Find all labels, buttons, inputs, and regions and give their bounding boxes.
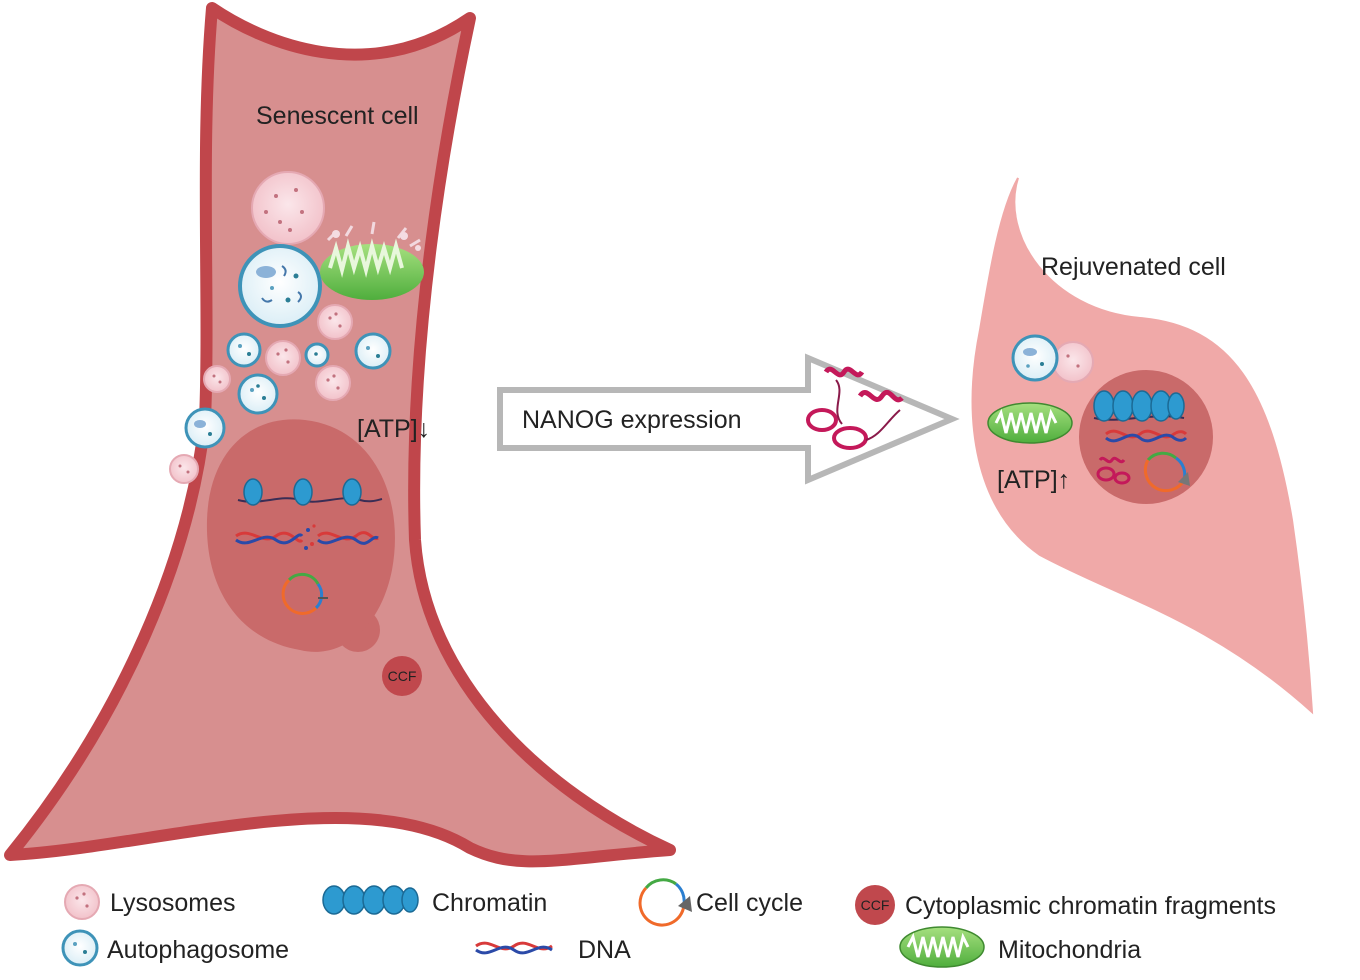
- lysosome: [203, 365, 231, 393]
- lysosome: [317, 304, 353, 340]
- dna: [1105, 429, 1188, 443]
- ccf-icon: CCF: [855, 885, 895, 925]
- legend-label-autophagosome: Autophagosome: [107, 936, 289, 964]
- legend-item-autophagosome: Autophagosome: [61, 929, 289, 967]
- cell-cycle-icon: [281, 572, 328, 615]
- atp-low-label: [ATP]↓: [357, 415, 430, 443]
- legend-item-chromatin: Chromatin: [322, 885, 547, 917]
- nanog-arrow: NANOG expression: [497, 353, 960, 485]
- legend-label-chromatin: Chromatin: [432, 889, 547, 917]
- legend-item-mitochondria: Mitochondria: [899, 926, 1141, 968]
- legend-item-lysosomes: Lysosomes: [64, 884, 236, 920]
- autophagosome: [304, 342, 330, 368]
- legend-label-lysosomes: Lysosomes: [110, 889, 236, 917]
- legend-label-mitochondria: Mitochondria: [998, 936, 1141, 964]
- autophagosome: [354, 332, 392, 370]
- lysosome: [315, 365, 351, 401]
- nanog-protein-icon: [806, 366, 904, 450]
- autophagosome-icon: [61, 929, 99, 967]
- legend-ccf-icon-label: CCF: [861, 897, 890, 913]
- nanog-protein-icon: [1096, 456, 1131, 485]
- rejuvenated-cell-label: Rejuvenated cell: [1041, 253, 1226, 281]
- damaged-mitochondria: [320, 221, 424, 300]
- ccf-label: CCF: [388, 668, 417, 684]
- senescent-cell-label: Senescent cell: [256, 102, 419, 130]
- nanog-expression-label: NANOG expression: [522, 406, 742, 434]
- lysosome: [265, 340, 301, 376]
- legend-label-dna: DNA: [578, 936, 631, 964]
- legend-item-dna: DNA: [475, 936, 631, 964]
- legend-item-ccf: CCF Cytoplasmic chromatin fragments: [855, 885, 1276, 925]
- autophagosome: [238, 244, 322, 328]
- cell-cycle-icon: [638, 878, 692, 927]
- legend: Lysosomes Autophagosome Chromatin: [61, 878, 1276, 968]
- atp-high-label: [ATP]↑: [997, 466, 1070, 494]
- legend-item-cell-cycle: Cell cycle: [638, 878, 803, 927]
- senescent-cell: Senescent cell: [4, 2, 676, 868]
- lysosome-icon: [64, 884, 100, 920]
- autophagosome: [237, 373, 279, 415]
- rejuvenated-nucleus: [1079, 370, 1213, 504]
- dna-icon: [475, 941, 553, 955]
- autophagosome: [184, 407, 226, 449]
- lysosome: [251, 171, 325, 245]
- lysosome: [1052, 341, 1094, 383]
- damaged-dna: [235, 524, 379, 550]
- rejuvenated-cell: Rejuvenated cell: [971, 177, 1314, 715]
- cell-cycle-icon: [1143, 451, 1190, 493]
- chromatin: [1093, 390, 1185, 422]
- lysosome: [169, 454, 199, 484]
- chromatin: [237, 478, 383, 506]
- legend-label-cell-cycle: Cell cycle: [696, 889, 803, 917]
- chromatin-icon: [322, 885, 419, 915]
- autophagosome: [1011, 334, 1059, 382]
- legend-label-ccf: Cytoplasmic chromatin fragments: [905, 892, 1276, 920]
- mitochondria-icon: [899, 926, 985, 968]
- healthy-mitochondria: [987, 402, 1073, 444]
- autophagosome: [226, 332, 262, 368]
- ccf-fragment: CCF: [382, 656, 422, 696]
